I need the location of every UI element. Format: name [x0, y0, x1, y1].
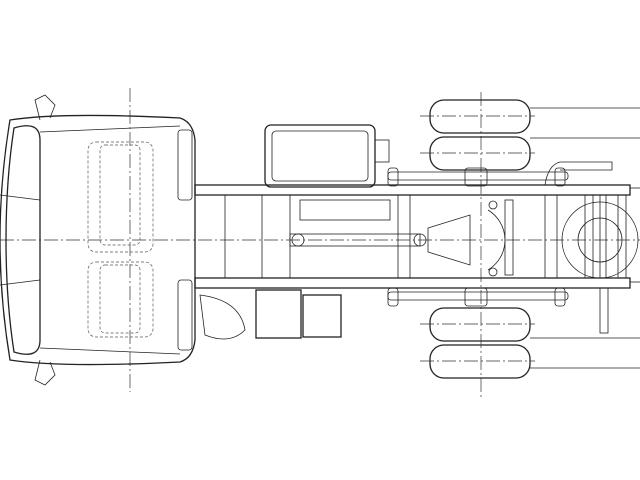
- transmission: [299, 199, 391, 221]
- chassis-frame: [194, 184, 631, 289]
- fuel-tank: [264, 124, 390, 188]
- cab: [0, 94, 196, 386]
- mirror-left: [34, 94, 56, 121]
- battery-box: [199, 289, 342, 340]
- rear-tires-left: [429, 99, 531, 171]
- rear-axle: [487, 199, 514, 277]
- exhaust-pipe: [544, 161, 613, 186]
- mudflap-bracket: [599, 287, 609, 334]
- rear-tires-right: [429, 307, 531, 379]
- mirror-right: [34, 359, 56, 386]
- driver-seat: [87, 141, 154, 253]
- leaf-springs: [387, 167, 569, 307]
- passenger-seat: [87, 261, 154, 338]
- driveshaft: [289, 214, 471, 266]
- spare-wheel: [561, 201, 639, 279]
- extension-lines: [530, 107, 640, 369]
